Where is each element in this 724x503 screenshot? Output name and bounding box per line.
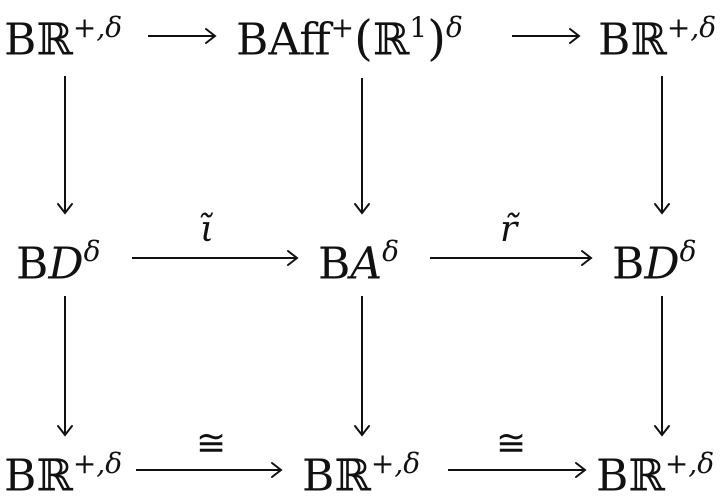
arrow-r2c3-to-r3c3 (654, 296, 670, 437)
edge-label-iso-right: ≅ (496, 423, 527, 464)
node-r2c1-var: D (48, 238, 84, 290)
arrow-r1c1-to-r2c1 (57, 76, 73, 215)
node-r1c2-sup-delta: δ (445, 11, 463, 44)
node-r1c2-open-paren: ( (354, 10, 373, 67)
arrow-r2c2-to-r2c3 (430, 250, 593, 266)
node-r1c3-base: B (598, 14, 631, 66)
node-r1c1-sup: +,δ (72, 11, 123, 44)
node-r1c2-close-paren: ) (427, 10, 446, 67)
node-r2c3-sup: δ (679, 235, 697, 268)
arrow-r1c1-to-r1c2 (148, 28, 217, 44)
arrow-r1c3-to-r2c3 (654, 76, 670, 215)
node-r3c2-base: B (302, 450, 335, 502)
node-r1c3-sup: +,δ (666, 11, 717, 44)
node-r3c1-base: B (4, 450, 37, 502)
node-r2c2: BAδ (318, 238, 399, 286)
node-r1c1: Bℝ+,δ (4, 14, 122, 62)
arrow-r2c1-to-r3c1 (57, 296, 73, 437)
node-r3c3: Bℝ+,δ (596, 450, 714, 498)
node-r3c1-sup: +,δ (72, 447, 123, 480)
node-r2c3: BDδ (612, 238, 696, 286)
node-r1c1-base: B (4, 14, 37, 66)
node-r3c2: Bℝ+,δ (302, 450, 420, 498)
node-r2c1-sup: δ (83, 235, 101, 268)
node-r2c3-base: B (612, 238, 645, 290)
node-r3c3-base: B (596, 450, 629, 502)
node-r3c2-set: ℝ (334, 450, 371, 502)
node-r1c2-sup-plus: + (330, 11, 355, 44)
node-r1c2-set: ℝ (372, 14, 410, 66)
arrow-r3c2-to-r3c3 (448, 462, 587, 478)
node-r3c3-set: ℝ (628, 450, 665, 502)
node-r2c1-base: B (16, 238, 49, 290)
node-r2c2-base: B (318, 238, 351, 290)
node-r2c2-sup: δ (382, 235, 399, 268)
arrow-r3c1-to-r3c2 (136, 462, 283, 478)
node-r3c3-sup: +,δ (664, 447, 715, 480)
node-r1c2-base: BAff (236, 14, 331, 66)
arrow-r2c2-to-r3c2 (354, 296, 370, 437)
edge-label-iso-left: ≅ (196, 423, 227, 464)
node-r1c2: BAff+(ℝ1)δ (236, 11, 463, 66)
edge-label-r-tilde: r̃ (500, 209, 518, 250)
edge-label-iota-tilde: ι̃ (200, 209, 215, 250)
node-r1c2-sup-one: 1 (409, 11, 428, 44)
node-r3c1: Bℝ+,δ (4, 450, 122, 498)
node-r1c3-set: ℝ (630, 14, 667, 66)
arrow-r1c2-to-r1c3 (512, 28, 581, 44)
node-r1c1-set: ℝ (36, 14, 73, 66)
node-r2c2-var: A (350, 238, 383, 290)
arrow-r1c2-to-r2c2 (354, 78, 370, 215)
node-r1c3: Bℝ+,δ (598, 14, 716, 62)
arrow-r2c1-to-r2c2 (132, 250, 299, 266)
node-r3c1-set: ℝ (36, 450, 73, 502)
node-r2c1: BDδ (16, 238, 100, 286)
node-r2c3-var: D (644, 238, 680, 290)
node-r3c2-sup: +,δ (370, 447, 421, 480)
